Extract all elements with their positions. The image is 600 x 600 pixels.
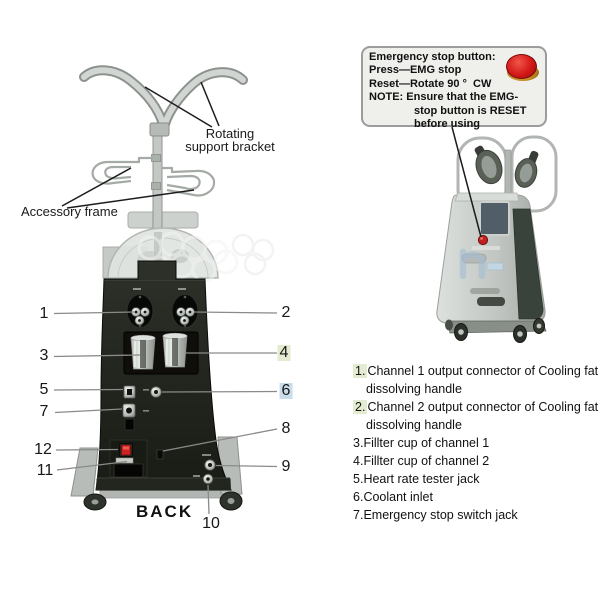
emergency-stop-button-icon <box>505 53 541 83</box>
handle-holster-left <box>474 145 503 185</box>
watermark-letter-n <box>459 248 486 280</box>
legend-item-number: 5. <box>353 472 364 486</box>
label-rotating-support-bracket: Rotating support bracket <box>180 127 280 153</box>
legend-item-text: Channel 1 output connector of Cooling fa… <box>366 364 599 396</box>
emergency-stop-button <box>477 234 489 246</box>
legend-item-number: 6. <box>353 490 364 504</box>
callout-number-4: 4 <box>277 344 291 361</box>
note-line: NOTE: Ensure that the EMG- <box>369 91 519 104</box>
legend-item: 2.Channel 2 output connector of Cooling … <box>353 398 600 434</box>
filter-cups <box>123 331 199 375</box>
emergency-note-box: Emergency stop button: Press—EMG stop Re… <box>361 46 547 130</box>
legend-item-text: Heart rate tester jack <box>363 472 480 486</box>
back-view-illustration <box>70 65 275 511</box>
caster-wheels <box>83 491 243 511</box>
coolant-inlet-connector <box>150 386 162 398</box>
handle-holster-right <box>514 150 539 188</box>
note-line: Emergency stop button: <box>369 51 496 63</box>
note-line: stop button is RESET <box>414 104 527 117</box>
label-leader-lines <box>61 81 482 238</box>
note-line: Reset—Rotate 90 ° CW <box>369 77 492 90</box>
note-line: Press—EMG stop <box>369 64 462 77</box>
channel1-output-connector <box>126 294 154 328</box>
legend-item: 6.Coolant inlet <box>353 488 600 506</box>
legend-item-number: 1. <box>353 364 368 378</box>
emergency-stop-switch-jack <box>122 403 136 418</box>
touchscreen <box>479 201 510 236</box>
legend-item-number: 3. <box>353 436 364 450</box>
callout-number-11: 11 <box>36 462 54 479</box>
callout-number-9: 9 <box>281 458 291 475</box>
callout-number-2: 2 <box>281 304 291 321</box>
label-accessory-frame: Accessory frame <box>21 204 118 219</box>
power-module <box>109 439 148 478</box>
legend-item: 1.Channel 1 output connector of Cooling … <box>353 362 600 398</box>
callout-number-10: 10 <box>202 515 220 532</box>
channel2-output-connector <box>171 294 199 328</box>
callout-number-7: 7 <box>39 403 49 420</box>
legend-list: 1.Channel 1 output connector of Cooling … <box>353 362 600 524</box>
legend-item: 4.Fillter cup of channel 2 <box>353 452 600 470</box>
accessory-frame <box>91 156 216 197</box>
emergency-note-text: Emergency stop button: Press—EMG stop Re… <box>369 51 526 131</box>
power-inlet <box>115 457 134 464</box>
legend-item-number: 7. <box>353 508 364 522</box>
legend-item: 3.Fillter cup of channel 1 <box>353 434 600 452</box>
callout-number-12: 12 <box>34 441 52 458</box>
label-back: BACK <box>136 502 194 521</box>
legend-item-text: Fillter cup of channel 2 <box>363 454 490 468</box>
label-line: support bracket <box>185 139 275 154</box>
callout-number-6: 6 <box>279 382 293 399</box>
legend-item-number: 4. <box>353 454 364 468</box>
front-view-photo <box>436 135 558 343</box>
legend-item-text: Coolant inlet <box>363 490 433 504</box>
round-connector-9 <box>204 459 216 471</box>
heart-rate-tester-jack <box>123 385 136 399</box>
legend-item-number: 2. <box>353 400 368 414</box>
round-connector-10 <box>202 473 214 485</box>
handle-hose-right <box>510 135 558 213</box>
callout-number-8: 8 <box>281 420 291 437</box>
callout-number-1: 1 <box>39 305 49 322</box>
legend-item: 5.Heart rate tester jack <box>353 470 600 488</box>
rotating-support-bracket <box>79 65 248 137</box>
callout-leader-lines <box>53 311 278 515</box>
callout-number-5: 5 <box>39 381 49 398</box>
note-line: before using <box>414 118 481 131</box>
legend-item: 7.Emergency stop switch jack <box>353 506 600 524</box>
label-line: Rotating <box>205 126 255 141</box>
legend-item-text: Channel 2 output connector of Cooling fa… <box>366 400 599 432</box>
estop-cap <box>506 54 537 79</box>
legend-item-text: Fillter cup of channel 1 <box>363 436 490 450</box>
legend-item-text: Emergency stop switch jack <box>363 508 518 522</box>
callout-number-3: 3 <box>39 347 49 364</box>
front-casters <box>445 318 545 343</box>
